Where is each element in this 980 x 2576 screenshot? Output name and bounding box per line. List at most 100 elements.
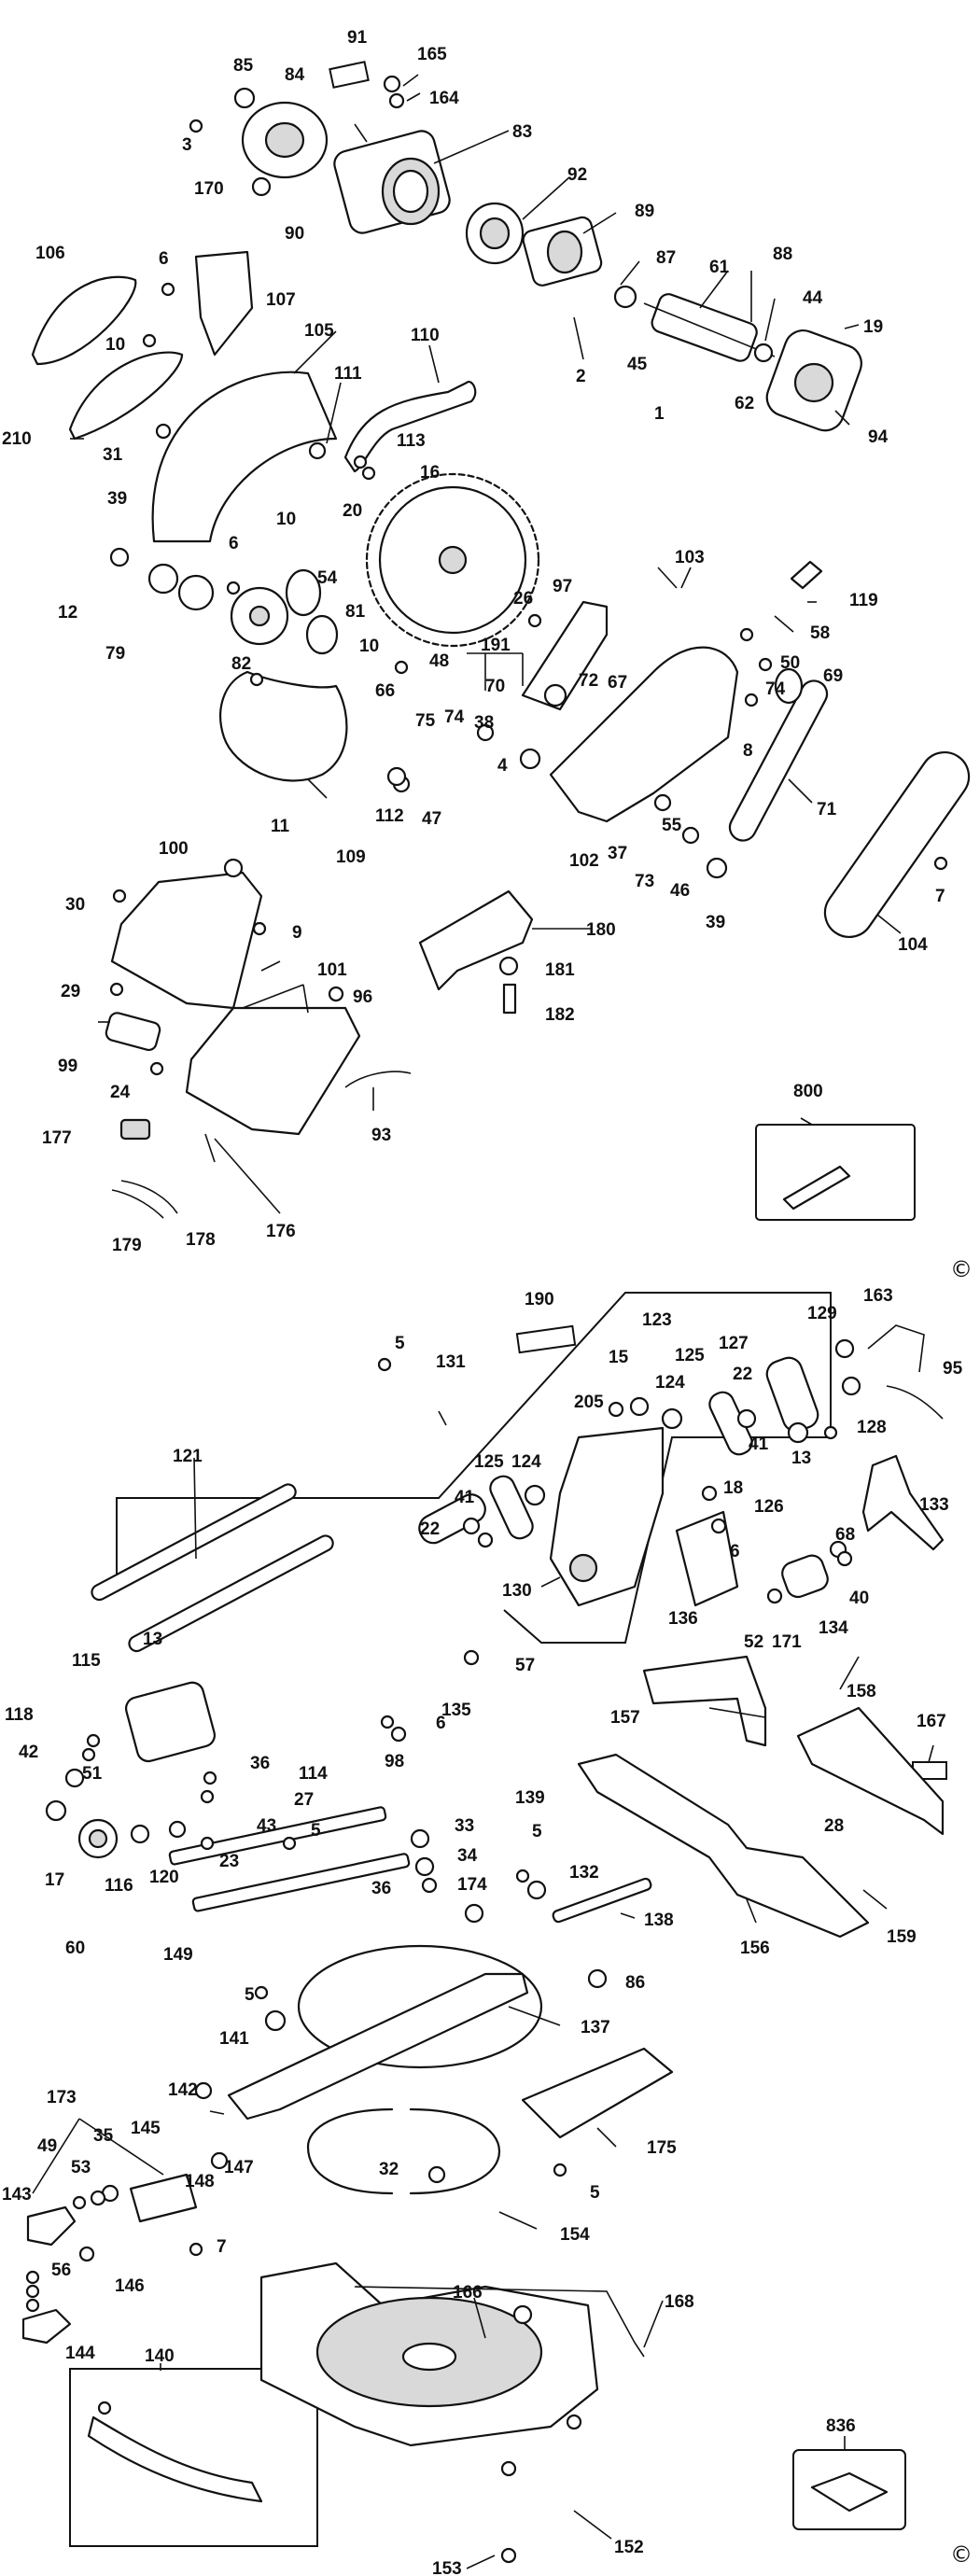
bracket-136: [675, 1510, 739, 1607]
knob-119: [790, 560, 823, 590]
callout-116: 116: [105, 1876, 133, 1896]
base-plate-lower: [185, 1006, 361, 1136]
callout-102: 102: [569, 851, 599, 871]
callout-7b: 7: [217, 2237, 227, 2257]
callout-131: 131: [436, 1352, 466, 1372]
callout-7a: 7: [935, 887, 945, 906]
kit-836-box: [792, 2449, 906, 2530]
callout-89: 89: [635, 202, 654, 221]
callout-44: 44: [803, 288, 823, 308]
callout-114: 114: [299, 1764, 328, 1784]
callout-180: 180: [586, 920, 616, 940]
callout-42: 42: [19, 1743, 38, 1762]
callout-113: 113: [397, 431, 426, 451]
callout-144: 144: [65, 2344, 95, 2363]
bracket-148: [129, 2173, 198, 2223]
callout-115: 115: [72, 1651, 101, 1671]
callout-156: 156: [740, 1939, 770, 1958]
callout-67: 67: [608, 673, 627, 693]
carriage-130: [549, 1426, 665, 1607]
callout-5d: 5: [245, 1985, 255, 2005]
callout-86: 86: [625, 1973, 645, 1993]
brush-ring-inner: [479, 217, 511, 250]
callout-87: 87: [656, 248, 676, 268]
callout-54: 54: [317, 568, 338, 588]
callout-29: 29: [61, 982, 80, 1001]
callout-28: 28: [824, 1816, 844, 1836]
fence-156: [577, 1753, 870, 1939]
callout-73: 73: [635, 872, 654, 891]
callout-6a: 6: [159, 249, 169, 269]
copyright-mark-top: ©: [950, 1256, 973, 1282]
callout-30: 30: [65, 895, 85, 915]
copyright-mark-bottom: ©: [950, 2541, 973, 2568]
callout-88: 88: [773, 245, 792, 264]
callout-100: 100: [159, 839, 189, 859]
carriage-bore: [568, 1553, 598, 1583]
callout-148: 148: [185, 2172, 215, 2191]
callout-119: 119: [849, 591, 878, 610]
bolt-181: [498, 956, 519, 976]
callout-90: 90: [285, 224, 304, 244]
callout-27: 27: [294, 1790, 314, 1810]
small-fasteners-lower: [25, 1338, 861, 2564]
guard-plate-97: [521, 600, 609, 711]
cable-93: [344, 1071, 412, 1088]
callout-836: 836: [826, 2416, 856, 2436]
kit-800-box: [755, 1124, 916, 1221]
callout-82: 82: [231, 654, 251, 674]
callout-94: 94: [868, 427, 889, 447]
bar-149b: [191, 1853, 411, 1912]
callout-70: 70: [485, 677, 505, 696]
cable-95: [886, 1385, 944, 1420]
callout-23: 23: [219, 1852, 239, 1871]
callout-92: 92: [567, 165, 587, 185]
bracket-180: [418, 889, 534, 991]
callout-179: 179: [112, 1236, 142, 1255]
rail-carrier: [124, 1681, 216, 1763]
wrench-163: [867, 1324, 925, 1373]
pulley-69: [774, 667, 804, 705]
handle-144: [21, 2308, 72, 2345]
callout-2: 2: [576, 367, 586, 386]
bracket-107: [194, 250, 254, 357]
cylinder-134: [781, 1554, 829, 1599]
callout-98: 98: [385, 1752, 404, 1771]
bearing-87: [613, 285, 637, 309]
base-hub: [401, 2342, 457, 2372]
callout-51: 51: [82, 1764, 103, 1784]
callout-111: 111: [334, 364, 362, 384]
callout-142: 142: [168, 2080, 198, 2100]
callout-9: 9: [292, 923, 302, 943]
ring-154: [306, 2107, 394, 2195]
rod-168: [354, 2286, 645, 2358]
callout-210: 210: [2, 429, 32, 449]
callout-69: 69: [823, 666, 843, 686]
callout-48: 48: [429, 651, 449, 671]
callout-118: 118: [5, 1705, 34, 1725]
flange-82-hub: [248, 605, 271, 627]
callout-164: 164: [429, 89, 459, 108]
spring-178: [120, 1180, 178, 1214]
callout-178: 178: [186, 1230, 216, 1250]
callout-149: 149: [163, 1945, 193, 1965]
callout-93: 93: [371, 1126, 391, 1145]
callout-49: 49: [37, 2136, 57, 2156]
label-91: [329, 61, 370, 89]
plate-175: [521, 2047, 674, 2139]
callout-137: 137: [581, 2018, 610, 2037]
callout-127: 127: [719, 1334, 749, 1353]
callout-3: 3: [182, 135, 192, 155]
callout-20: 20: [343, 501, 362, 521]
callout-47: 47: [422, 809, 441, 829]
callout-1: 1: [654, 404, 665, 424]
callout-84: 84: [285, 65, 305, 85]
bolt-182: [502, 983, 517, 1015]
callout-40: 40: [849, 1589, 869, 1608]
switch-99: [105, 1012, 161, 1052]
slide-rails: [91, 1483, 486, 1653]
callout-126: 126: [754, 1497, 784, 1517]
callout-176: 176: [266, 1222, 296, 1241]
lever-110: [343, 380, 477, 473]
